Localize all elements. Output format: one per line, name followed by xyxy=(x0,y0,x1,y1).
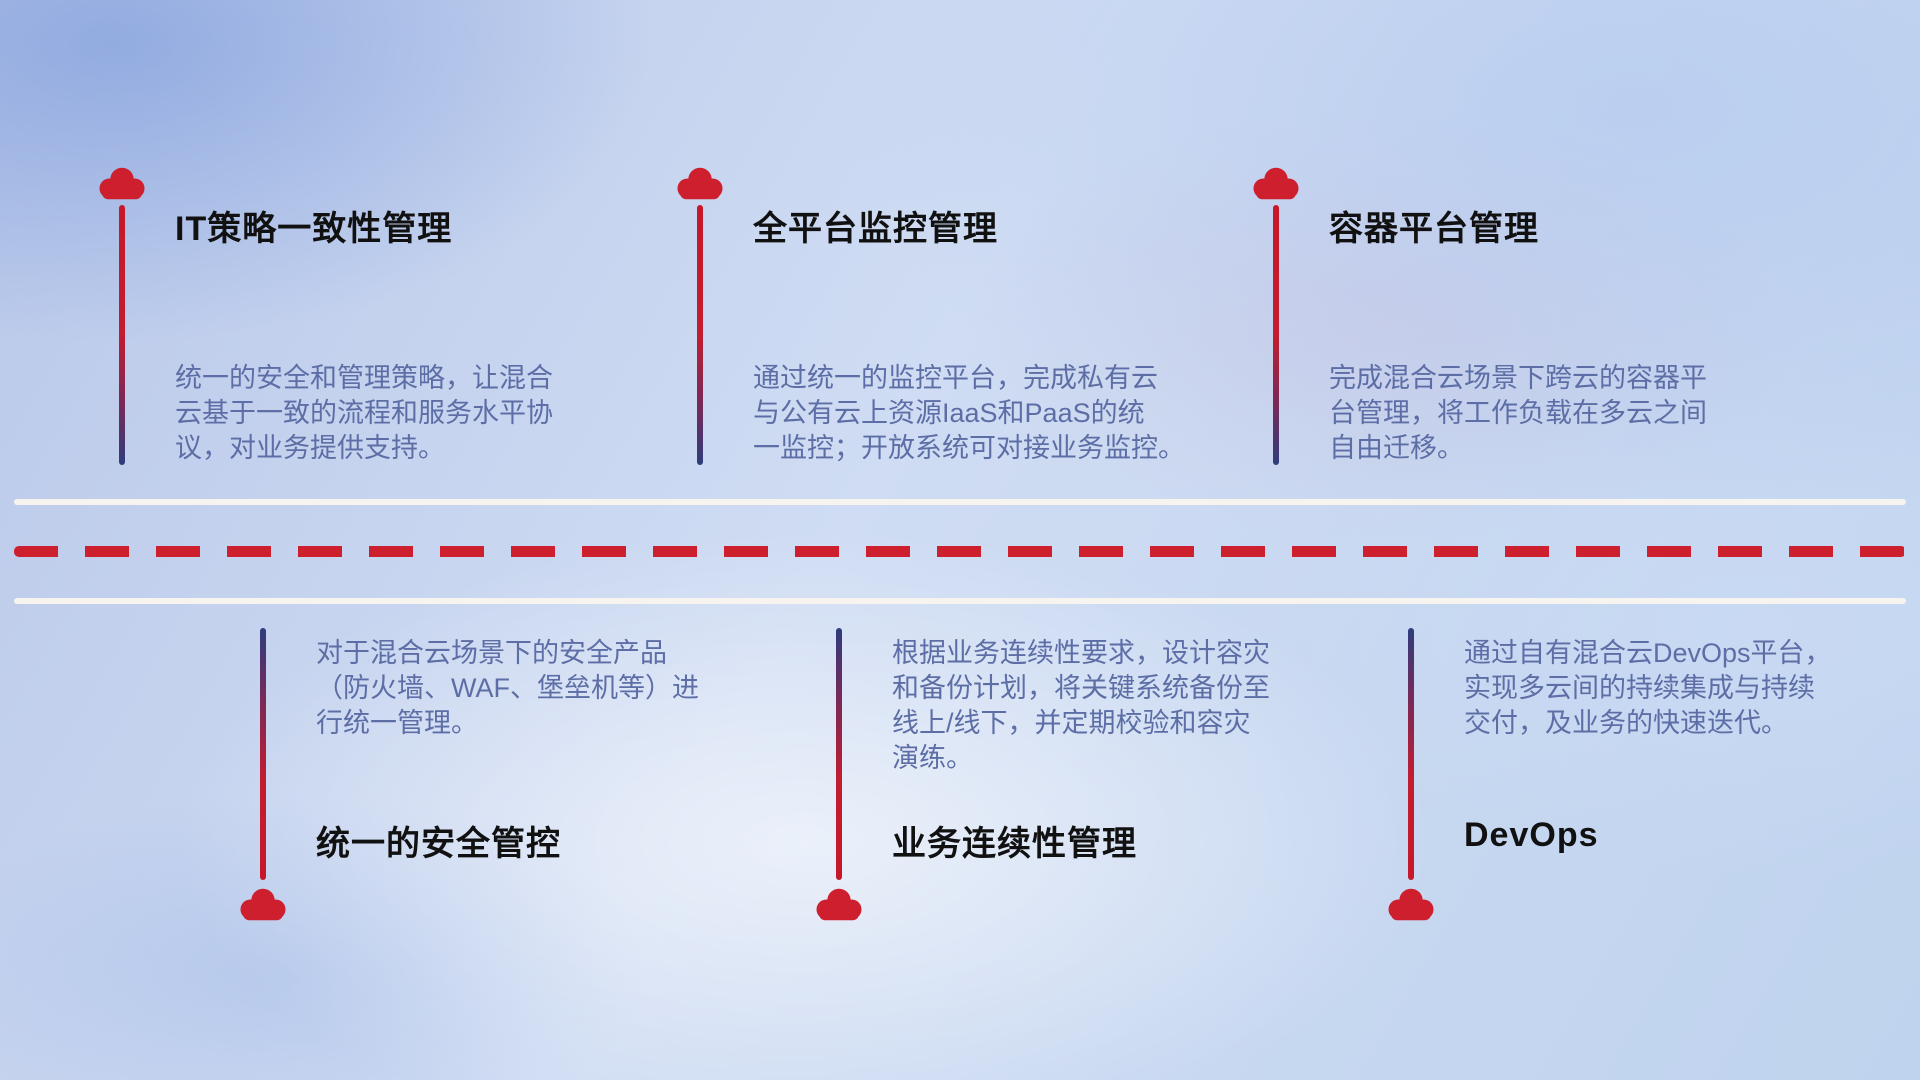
connector-line xyxy=(1408,628,1414,880)
cloud-icon xyxy=(812,886,866,922)
connector-line xyxy=(697,205,703,465)
timeline-rail xyxy=(812,628,866,922)
connector-line xyxy=(836,628,842,880)
cloud-icon xyxy=(236,886,290,922)
divider-line-top xyxy=(14,499,1906,505)
divider-dashed-line xyxy=(14,546,1906,557)
timeline-rail xyxy=(1249,165,1303,465)
item-description: 根据业务连续性要求，设计容灾 和备份计划，将关键系统备份至 线上/线下，并定期校… xyxy=(892,638,1270,773)
item-title: IT策略一致性管理 xyxy=(175,210,453,248)
connector-line xyxy=(1273,205,1279,465)
divider-line-bottom xyxy=(14,598,1906,604)
item-title: 容器平台管理 xyxy=(1329,210,1539,248)
item-title: 统一的安全管控 xyxy=(316,825,561,863)
item-title: 全平台监控管理 xyxy=(753,210,998,248)
cloud-icon xyxy=(1384,886,1438,922)
item-description: 通过自有混合云DevOps平台， 实现多云间的持续集成与持续 交付，及业务的快速… xyxy=(1464,638,1832,738)
item-description: 完成混合云场景下跨云的容器平 台管理，将工作负载在多云之间 自由迁移。 xyxy=(1329,363,1707,463)
item-description: 对于混合云场景下的安全产品 （防火墙、WAF、堡垒机等）进 行统一管理。 xyxy=(316,638,699,738)
item-description: 通过统一的监控平台，完成私有云 与公有云上资源IaaS和PaaS的统 一监控；开… xyxy=(753,363,1185,463)
connector-line xyxy=(119,205,125,465)
cloud-icon xyxy=(1249,165,1303,201)
cloud-icon xyxy=(95,165,149,201)
item-description: 统一的安全和管理策略，让混合 云基于一致的流程和服务水平协 议，对业务提供支持。 xyxy=(175,363,553,463)
connector-line xyxy=(260,628,266,880)
item-title: DevOps xyxy=(1464,816,1599,854)
cloud-icon xyxy=(673,165,727,201)
timeline-rail xyxy=(1384,628,1438,922)
item-title: 业务连续性管理 xyxy=(892,825,1137,863)
timeline-rail xyxy=(95,165,149,465)
timeline-rail xyxy=(236,628,290,922)
timeline-rail xyxy=(673,165,727,465)
